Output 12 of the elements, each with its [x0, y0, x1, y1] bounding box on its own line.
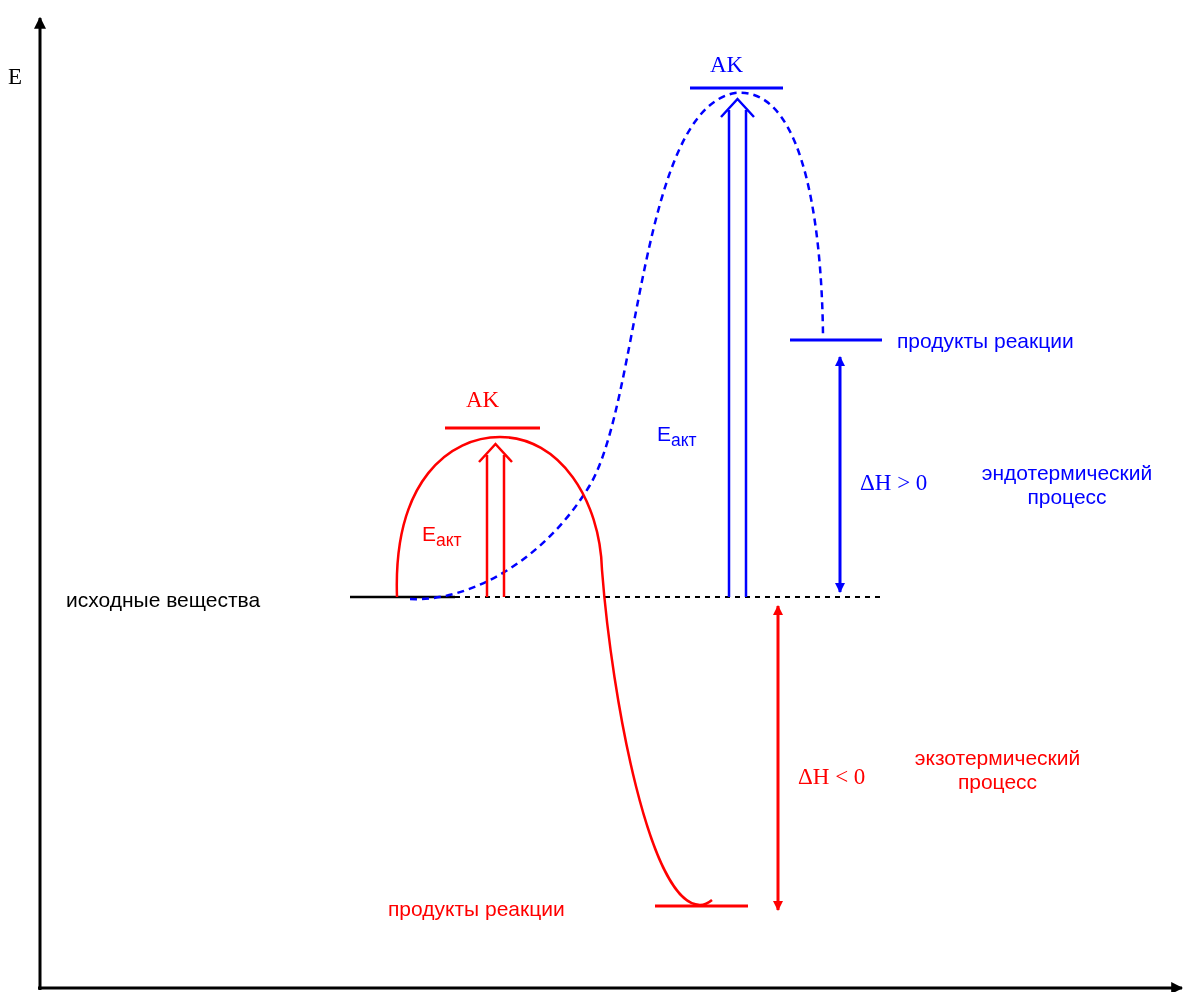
axis-label: E — [8, 64, 23, 91]
process-label: эндотермический процесс — [980, 461, 1154, 510]
enthalpy-label: ΔH > 0 — [860, 470, 928, 497]
level-label: AK — [710, 52, 744, 79]
level-label: продукты реакции — [897, 329, 1074, 354]
level-label: AK — [466, 387, 500, 414]
activation-energy-label: E$_{акт}$ — [422, 522, 462, 551]
level-label: исходные вещества — [66, 588, 261, 613]
activation-energy-label: E$_{акт}$ — [657, 422, 697, 451]
process-label: экзотермический процесс — [913, 746, 1082, 795]
level-label: продукты реакции — [388, 897, 565, 922]
enthalpy-label: ΔH < 0 — [798, 764, 866, 791]
